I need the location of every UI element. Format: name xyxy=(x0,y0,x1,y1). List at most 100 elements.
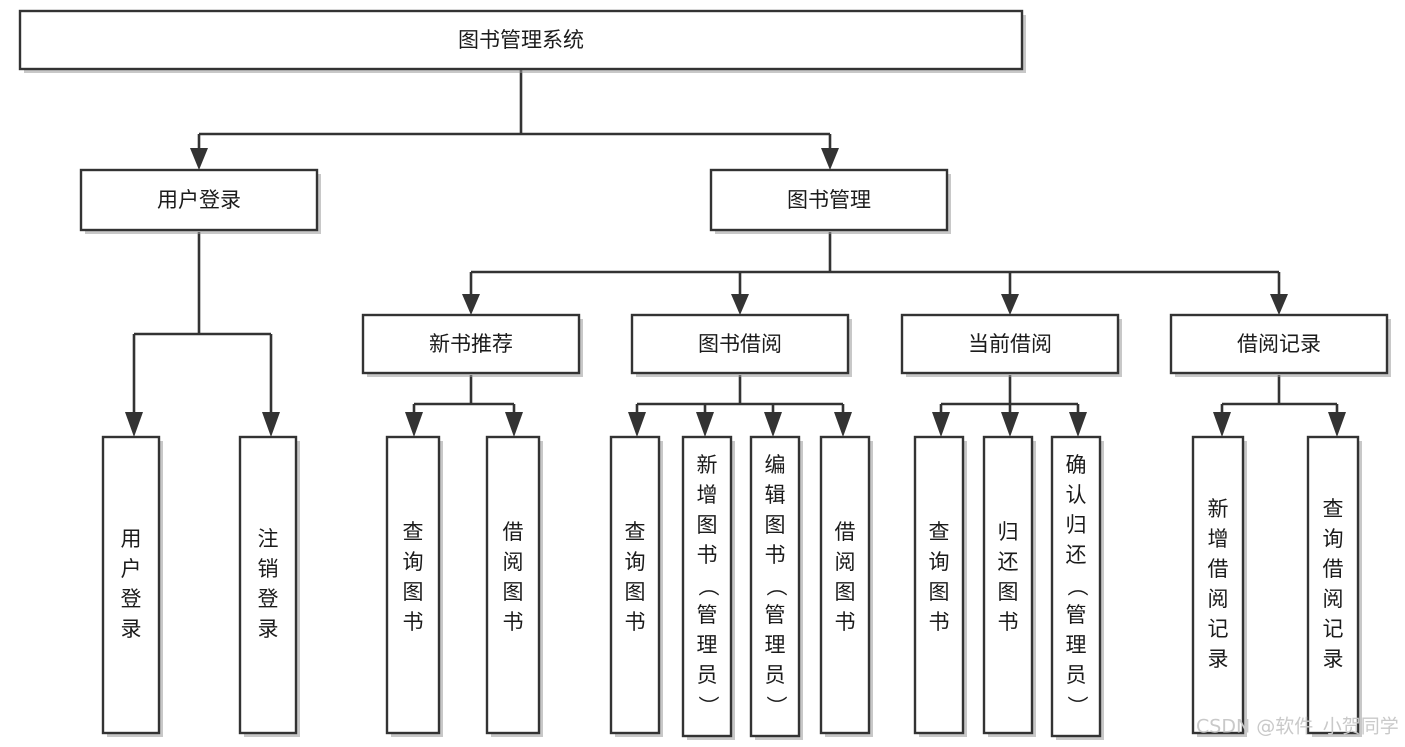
svg-text:认: 认 xyxy=(1066,483,1087,507)
node-leaf-logout-box xyxy=(238,435,298,735)
node-borrow-record[interactable]: 借阅记录 xyxy=(1169,313,1391,377)
svg-text:书: 书 xyxy=(765,543,786,567)
node-book-borrow-label: 图书借阅 xyxy=(698,332,782,356)
svg-text:管: 管 xyxy=(1066,603,1087,627)
svg-text:查: 查 xyxy=(1323,497,1344,521)
svg-text:阅: 阅 xyxy=(1208,587,1229,611)
svg-text:查: 查 xyxy=(403,520,424,544)
svg-text:图: 图 xyxy=(765,513,786,537)
svg-text:图: 图 xyxy=(998,580,1019,604)
svg-text:登: 登 xyxy=(258,587,279,611)
svg-text:编: 编 xyxy=(765,453,786,477)
svg-text:录: 录 xyxy=(1208,647,1229,671)
svg-text:查: 查 xyxy=(929,520,950,544)
node-leaf-edit-book-box xyxy=(749,435,801,738)
svg-text:归: 归 xyxy=(1066,513,1087,537)
svg-text:新: 新 xyxy=(697,453,718,477)
node-current-borrow[interactable]: 当前借阅 xyxy=(900,313,1122,377)
svg-text:新: 新 xyxy=(1208,497,1229,521)
svg-text:）: ） xyxy=(1065,696,1089,717)
arrow-to-leaf-edit-book xyxy=(764,412,782,437)
node-leaf-query-record-box xyxy=(1306,435,1360,735)
svg-text:户: 户 xyxy=(121,557,142,581)
node-book-borrow[interactable]: 图书借阅 xyxy=(630,313,852,377)
svg-text:图: 图 xyxy=(929,580,950,604)
node-leaf-return-book-box xyxy=(982,435,1034,735)
node-current-borrow-box xyxy=(900,313,1120,375)
svg-text:销: 销 xyxy=(258,557,279,581)
svg-text:）: ） xyxy=(764,696,788,717)
arrow-root-to-user-login xyxy=(190,148,208,170)
node-leaf-borrow-book-2-box xyxy=(819,435,871,735)
arrow-to-book-borrow xyxy=(731,294,749,315)
node-leaf-query-book-3-box xyxy=(913,435,965,735)
node-root[interactable]: 图书管理系统 xyxy=(18,9,1026,73)
svg-text:登: 登 xyxy=(121,587,142,611)
node-leaf-confirm-return-box xyxy=(1050,435,1102,738)
svg-text:询: 询 xyxy=(1323,527,1344,551)
svg-text:还: 还 xyxy=(998,550,1019,574)
node-user-login-label: 用户登录 xyxy=(157,188,241,212)
svg-text:书: 书 xyxy=(998,610,1019,634)
node-book-manage-label: 图书管理 xyxy=(787,188,871,212)
node-leaf-query-book-2-box xyxy=(609,435,661,735)
node-new-book-rec-label: 新书推荐 xyxy=(429,332,513,356)
svg-text:确: 确 xyxy=(1066,453,1087,477)
arrow-to-leaf-add-record xyxy=(1213,412,1231,437)
arrow-to-leaf-user-login xyxy=(125,412,143,437)
svg-text:图: 图 xyxy=(625,580,646,604)
node-root-box xyxy=(18,9,1024,71)
arrow-to-leaf-query-book-1 xyxy=(405,412,423,437)
node-root-label: 图书管理系统 xyxy=(458,28,584,52)
svg-text:归: 归 xyxy=(998,520,1019,544)
svg-text:用: 用 xyxy=(121,527,142,551)
svg-text:录: 录 xyxy=(121,617,142,641)
node-leaf-query-book-1-box xyxy=(385,435,441,735)
svg-text:借: 借 xyxy=(503,520,524,544)
csdn-watermark: CSDN @软件_小贺同学 xyxy=(1196,716,1399,738)
svg-text:询: 询 xyxy=(403,550,424,574)
svg-text:理: 理 xyxy=(765,633,786,657)
node-new-book-rec[interactable]: 新书推荐 xyxy=(361,313,583,377)
svg-text:图: 图 xyxy=(503,580,524,604)
svg-text:阅: 阅 xyxy=(835,550,856,574)
node-current-borrow-label: 当前借阅 xyxy=(968,332,1052,356)
arrow-to-borrow-record xyxy=(1270,294,1288,315)
node-user-login[interactable]: 用户登录 xyxy=(79,168,321,234)
arrow-to-leaf-return-book xyxy=(1001,412,1019,437)
arrow-to-leaf-add-book xyxy=(696,412,714,437)
svg-text:增: 增 xyxy=(697,483,718,507)
svg-text:借: 借 xyxy=(1323,557,1344,581)
node-book-borrow-box xyxy=(630,313,850,375)
svg-text:员: 员 xyxy=(765,663,786,687)
arrow-to-current-borrow xyxy=(1001,294,1019,315)
svg-text:管: 管 xyxy=(697,603,718,627)
svg-text:借: 借 xyxy=(835,520,856,544)
connector-layer xyxy=(125,69,1346,437)
svg-text:书: 书 xyxy=(403,610,424,634)
node-leaf-user-login[interactable]: 用户登录 xyxy=(101,435,163,737)
svg-text:书: 书 xyxy=(929,610,950,634)
svg-text:理: 理 xyxy=(1066,633,1087,657)
svg-text:（: （ xyxy=(696,576,720,597)
node-book-manage[interactable]: 图书管理 xyxy=(709,168,951,234)
